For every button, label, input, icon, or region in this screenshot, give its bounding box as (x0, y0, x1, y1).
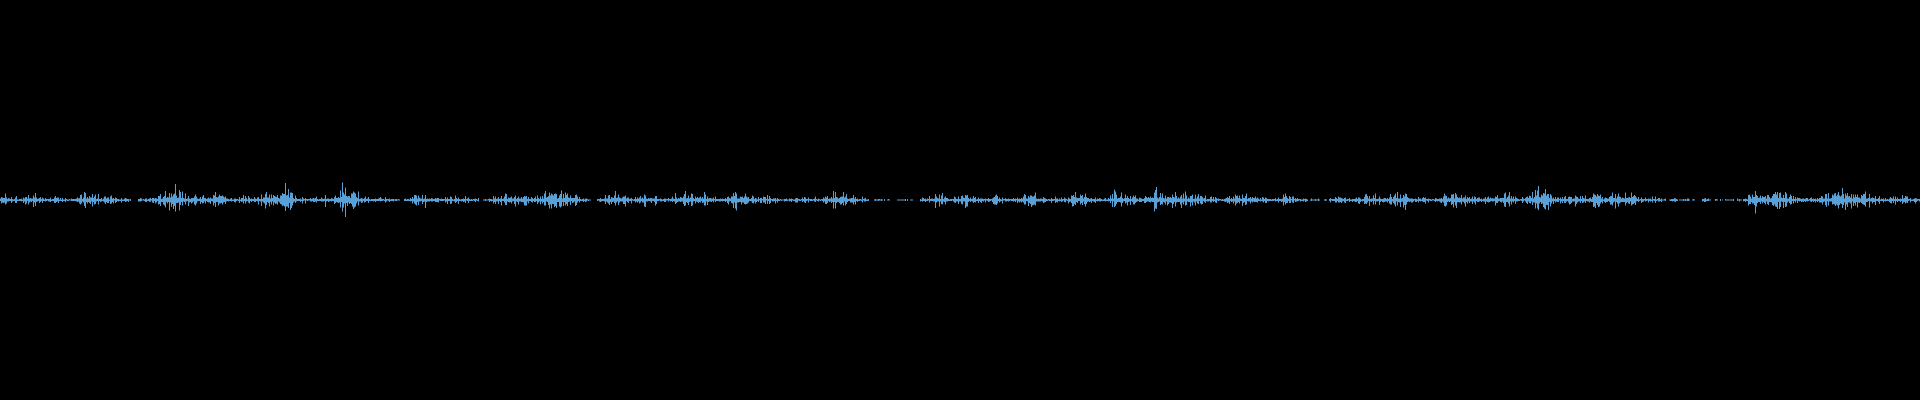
waveform-path (0, 182, 1920, 217)
